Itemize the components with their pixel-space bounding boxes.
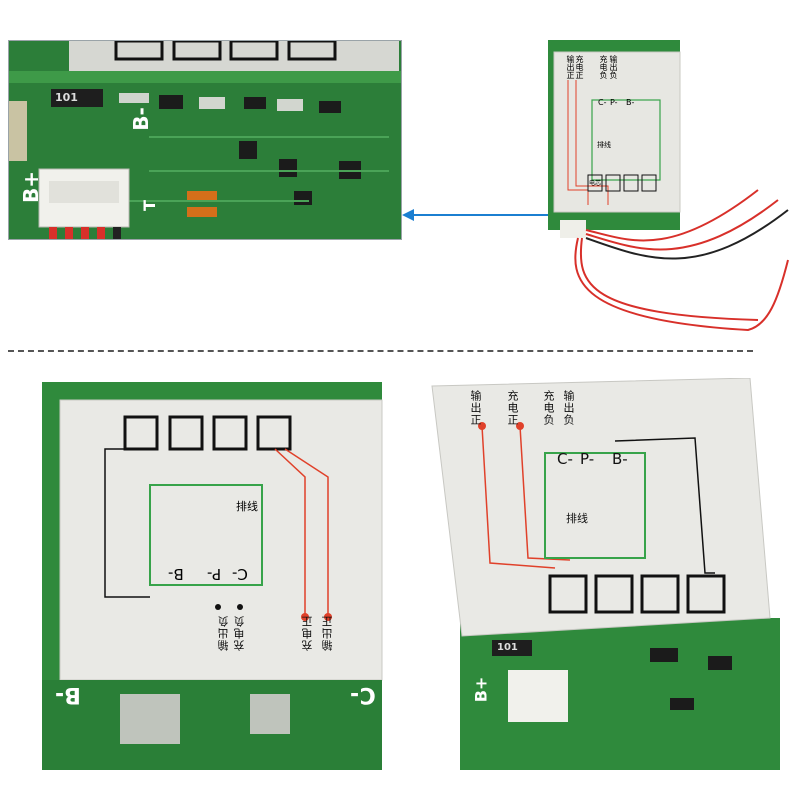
tr-p-label: P- <box>610 98 618 107</box>
bottom-left-board <box>42 382 383 770</box>
zoom-t-label: T <box>139 200 159 211</box>
bl-chg-pos-label: 充电正 <box>301 615 314 651</box>
zoom-bminus-label: B- <box>128 107 153 131</box>
zoom-pcb-illustration <box>9 41 401 239</box>
pointer-arrow <box>402 209 550 221</box>
br-p-label: P- <box>580 450 595 468</box>
bl-p-label: P- <box>207 565 222 583</box>
zoom-panel: 101 B+ B- T <box>8 40 402 240</box>
br-out-neg-label: 输出负 <box>562 390 575 426</box>
br-resistor-label: 101 <box>497 642 518 653</box>
bl-out-pos-label: 输出正 <box>321 615 334 651</box>
bl-chg-neg-label: 充电负 <box>233 615 246 651</box>
tr-out-pos-label: 输出正 <box>566 55 575 79</box>
br-c-label: C- <box>557 450 573 468</box>
bl-b-label: B- <box>168 565 184 583</box>
br-chg-pos-label: 充电正 <box>506 390 519 426</box>
tr-wire-label: 排线 <box>597 141 611 149</box>
bl-out-neg-label: 输出负 <box>217 615 230 651</box>
br-chg-neg-label: 充电负 <box>542 390 555 426</box>
tr-chg-neg-label: 充电负 <box>599 55 608 79</box>
zoom-resistor-label: 101 <box>55 91 78 104</box>
top-right-board <box>548 40 789 332</box>
tr-cell-label: 电芯 <box>589 180 602 187</box>
tr-b-label: B- <box>626 98 635 107</box>
tr-chg-pos-label: 充电正 <box>575 55 584 79</box>
tr-out-neg-label: 输出负 <box>609 55 618 79</box>
br-b-label: B- <box>612 450 628 468</box>
tr-c-label: C- <box>598 98 607 107</box>
bottom-right-board <box>431 378 780 770</box>
bl-bminus-label: B- <box>55 682 81 707</box>
bl-wire-label: 排线 <box>236 500 258 513</box>
br-out-pos-label: 输出正 <box>469 390 482 426</box>
bl-c-label: C- <box>232 565 248 583</box>
br-wire-label: 排线 <box>566 512 588 525</box>
br-bplus-label: B+ <box>471 676 491 703</box>
section-divider <box>8 350 753 352</box>
zoom-bplus-label: B+ <box>19 170 44 204</box>
bl-cminus-label: C- <box>350 682 376 707</box>
